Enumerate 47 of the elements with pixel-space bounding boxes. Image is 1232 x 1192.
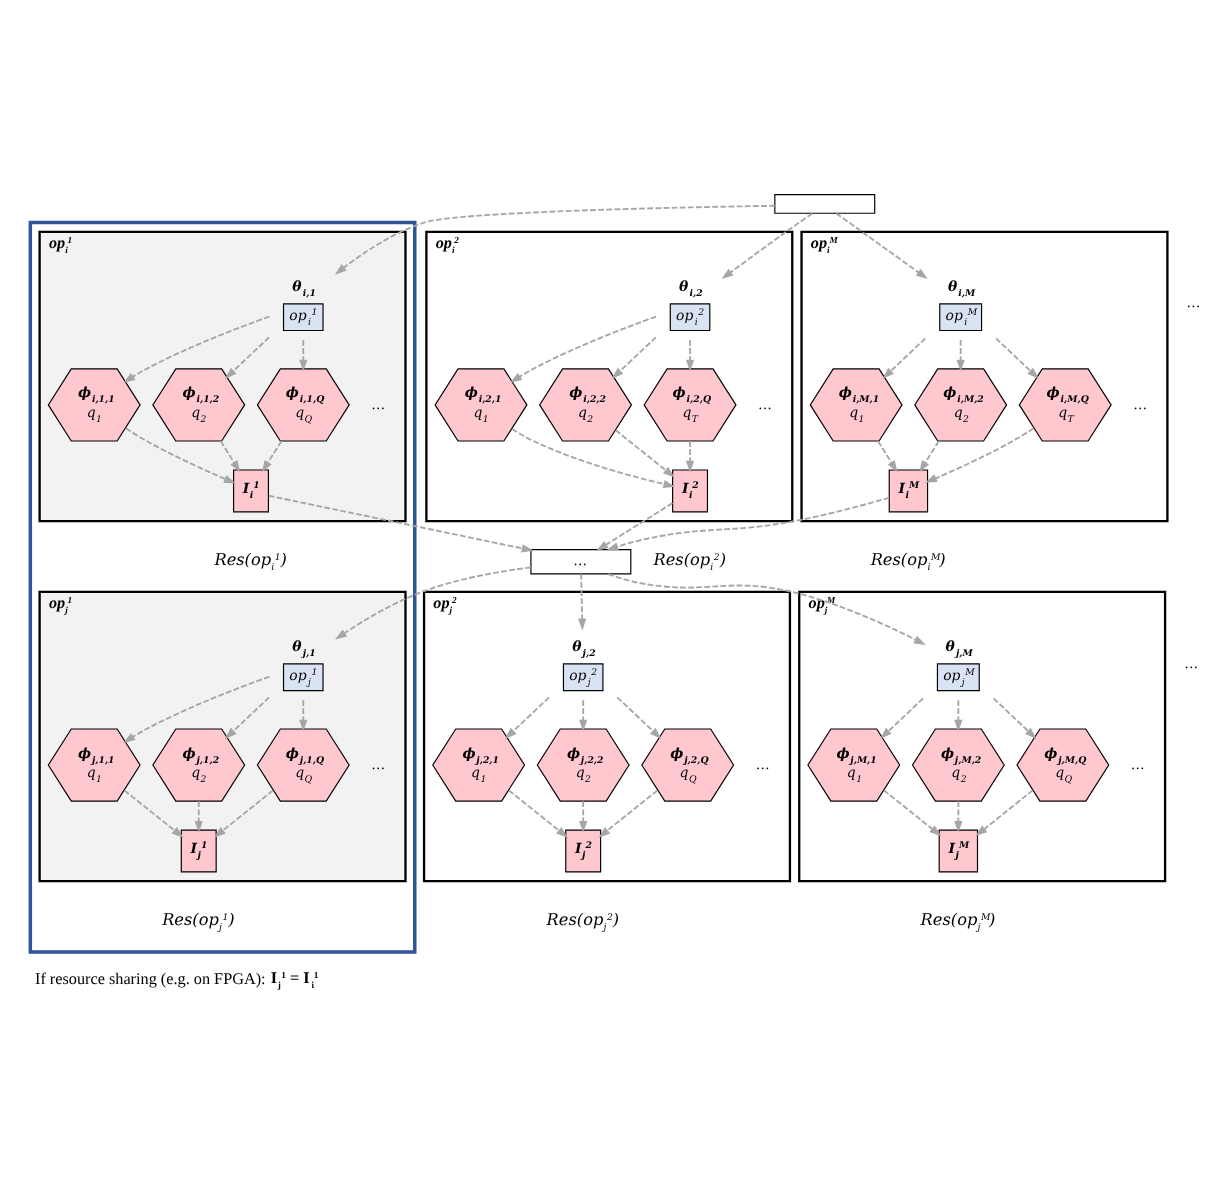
arrow — [335, 566, 532, 640]
node-box — [774, 194, 876, 214]
arrow — [954, 699, 963, 732]
arrow — [261, 440, 283, 473]
arrow — [883, 789, 942, 837]
arrow — [925, 427, 1035, 483]
arrow — [299, 699, 308, 732]
arrow — [596, 502, 674, 551]
arrow — [123, 675, 271, 743]
arrow — [611, 336, 657, 379]
arrow — [606, 496, 891, 551]
arrow — [685, 440, 695, 473]
arrow — [992, 697, 1037, 739]
arrow — [685, 339, 695, 372]
arrow — [975, 789, 1034, 837]
arrow — [995, 337, 1039, 379]
arrow — [124, 427, 236, 484]
arrow — [919, 440, 940, 473]
arrow — [956, 339, 965, 372]
arrow — [219, 440, 241, 473]
arrow — [954, 800, 963, 833]
arrow — [880, 697, 924, 739]
arrow — [123, 315, 271, 383]
arrow — [511, 428, 676, 488]
arrow — [578, 573, 587, 631]
arrow — [882, 337, 927, 379]
arrow — [225, 696, 270, 739]
arrow — [507, 789, 568, 838]
arrow — [267, 494, 534, 553]
arrow — [721, 212, 814, 280]
arrow — [598, 789, 659, 838]
arrow — [334, 204, 776, 275]
arrow — [225, 336, 270, 379]
arrow — [835, 212, 928, 280]
arrow — [607, 573, 926, 645]
arrow — [510, 315, 658, 383]
arrow — [579, 699, 588, 732]
arrow — [123, 789, 184, 838]
arrow — [299, 339, 308, 372]
arrow — [877, 440, 898, 473]
cluster — [28, 220, 417, 954]
arrow — [614, 429, 675, 478]
arrow — [214, 789, 274, 838]
arrow — [194, 800, 203, 833]
arrow — [616, 696, 662, 739]
arrow — [579, 800, 588, 833]
arrow — [504, 696, 550, 739]
